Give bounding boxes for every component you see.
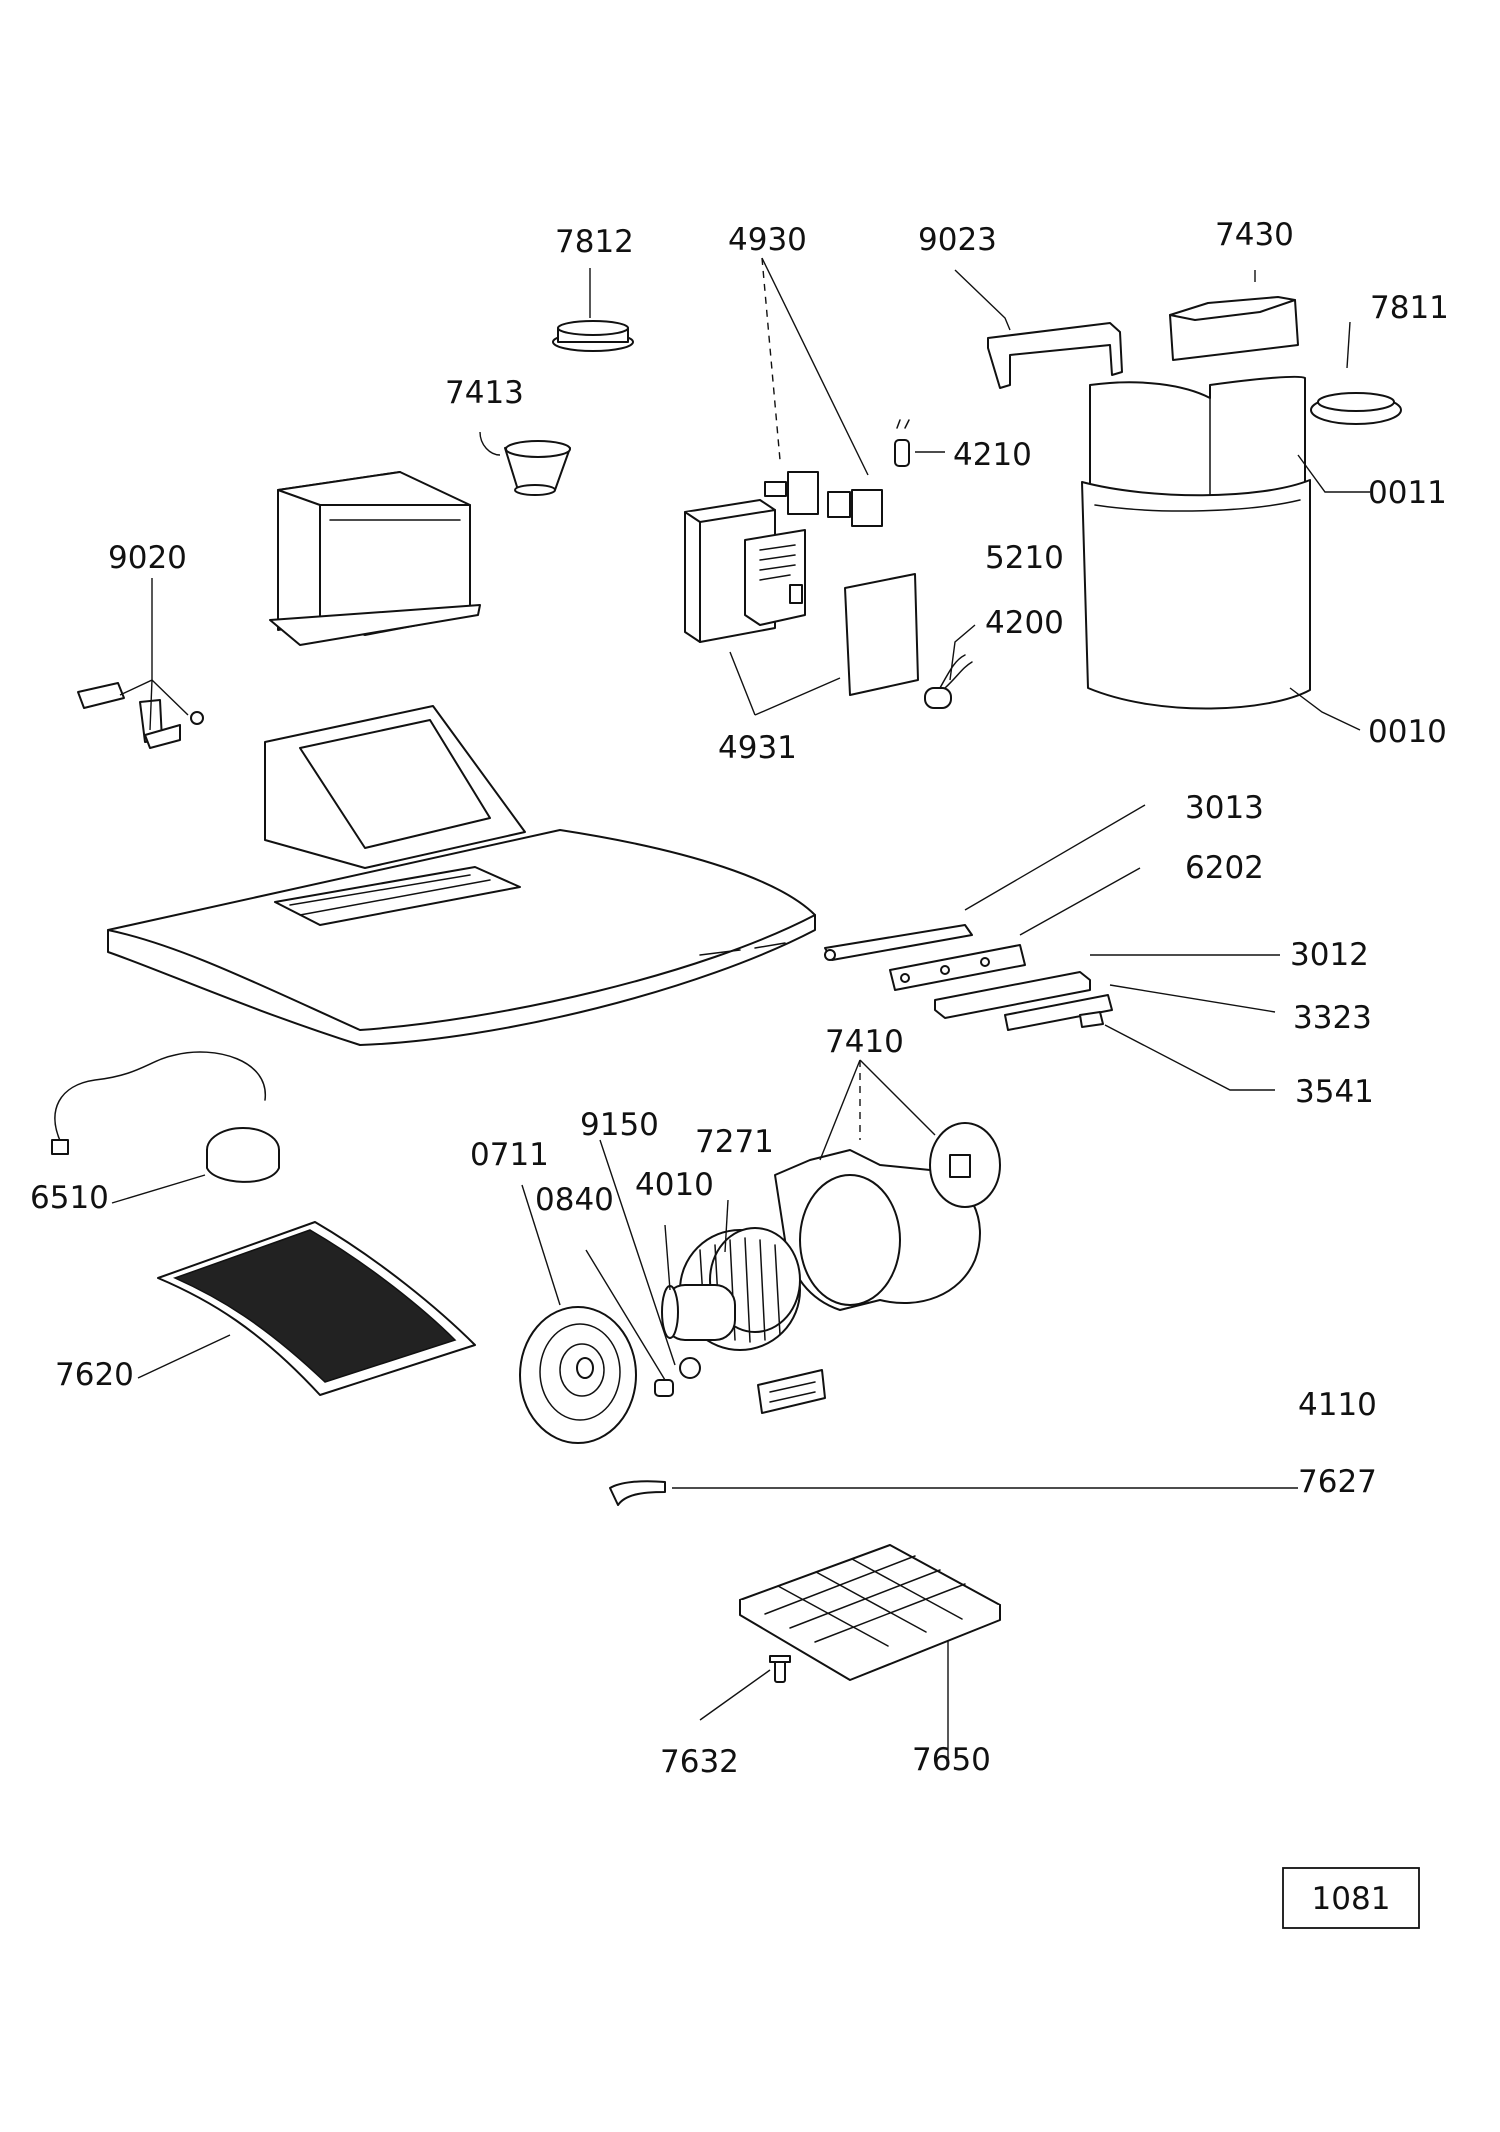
part-4930-switch-group xyxy=(764,471,883,527)
part-3541-button xyxy=(1079,1011,1104,1028)
label-5210: 5210 xyxy=(985,540,1064,576)
label-7430: 7430 xyxy=(1215,217,1294,253)
label-7410: 7410 xyxy=(825,1024,904,1060)
part-7430-valve xyxy=(1169,296,1299,361)
part-0711-plate xyxy=(519,1306,637,1444)
part-7812-ring xyxy=(552,320,634,352)
label-3323: 3323 xyxy=(1293,1000,1372,1036)
page-number-badge: 1081 xyxy=(1282,1867,1420,1929)
label-7632: 7632 xyxy=(660,1744,739,1780)
part-7410-fan-housing xyxy=(774,1122,1001,1311)
part-4010-motor xyxy=(661,1284,736,1341)
part-7620-grease-filter xyxy=(157,1221,476,1396)
label-7812: 7812 xyxy=(555,224,634,260)
label-3013: 3013 xyxy=(1185,790,1264,826)
label-4200: 4200 xyxy=(985,605,1064,641)
duct-box xyxy=(269,471,481,646)
label-0011: 0011 xyxy=(1368,475,1447,511)
part-7811-ring xyxy=(1310,392,1402,425)
label-9023: 9023 xyxy=(918,222,997,258)
part-7627-clip xyxy=(609,1480,666,1506)
label-4110: 4110 xyxy=(1298,1387,1377,1423)
label-7650: 7650 xyxy=(912,1742,991,1778)
leader-lines xyxy=(111,257,1370,1760)
label-9150: 9150 xyxy=(580,1107,659,1143)
label-7627: 7627 xyxy=(1298,1464,1377,1500)
label-7811: 7811 xyxy=(1370,290,1449,326)
label-4010: 4010 xyxy=(635,1167,714,1203)
label-0010: 0010 xyxy=(1368,714,1447,750)
part-4200-capacitor xyxy=(924,654,973,709)
part-4110-connector xyxy=(757,1369,826,1414)
label-0840: 0840 xyxy=(535,1182,614,1218)
part-0010-lower-chimney xyxy=(1081,479,1311,710)
part-7650-carbon-filter xyxy=(739,1544,1001,1681)
label-4210: 4210 xyxy=(953,437,1032,473)
part-9023-bracket xyxy=(987,322,1123,389)
part-4931-control-box xyxy=(684,499,919,696)
part-3013-strip xyxy=(824,924,973,961)
part-0840-nut xyxy=(654,1379,674,1397)
label-4930: 4930 xyxy=(728,222,807,258)
part-9020-bracket xyxy=(77,682,204,749)
part-3012-switch-bar xyxy=(934,971,1091,1019)
main-hood-canopy xyxy=(107,829,816,1046)
part-9150-washer xyxy=(679,1357,701,1379)
part-6202-panel xyxy=(889,944,1026,991)
label-9020: 9020 xyxy=(108,540,187,576)
part-6510-cable xyxy=(51,1051,280,1183)
label-3541: 3541 xyxy=(1295,1074,1374,1110)
label-4931: 4931 xyxy=(718,730,797,766)
part-0011-upper-chimney xyxy=(1089,375,1306,506)
label-6510: 6510 xyxy=(30,1180,109,1216)
canopy-top-box xyxy=(264,705,526,869)
label-7620: 7620 xyxy=(55,1357,134,1393)
part-4210-lamp xyxy=(894,419,910,467)
label-6202: 6202 xyxy=(1185,850,1264,886)
part-3323-panel xyxy=(1004,994,1113,1031)
page-number: 1081 xyxy=(1312,1881,1391,1917)
label-7413: 7413 xyxy=(445,375,524,411)
label-7271: 7271 xyxy=(695,1124,774,1160)
part-7632-screw xyxy=(769,1655,791,1683)
part-number-labels: 7812 4930 9023 7430 7811 7413 4210 0011 … xyxy=(30,217,1449,1780)
label-0711: 0711 xyxy=(470,1137,549,1173)
part-7413-adapter xyxy=(504,440,571,496)
label-3012: 3012 xyxy=(1290,937,1369,973)
